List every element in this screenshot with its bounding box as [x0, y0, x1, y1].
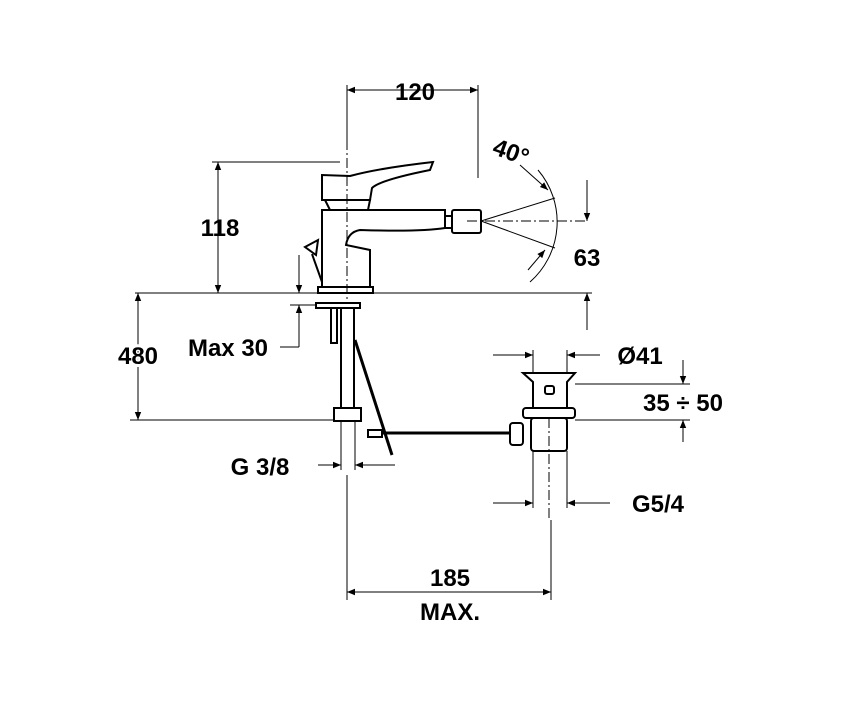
supply-hose — [340, 307, 355, 411]
hose-nut — [333, 407, 362, 422]
dim-max-30: Max 30 — [188, 335, 268, 362]
waste-drain — [509, 372, 578, 520]
dim-480: 480 — [118, 343, 158, 370]
faucet-base — [317, 286, 374, 294]
under-deck-fittings — [315, 302, 511, 456]
dim-120: 120 — [395, 79, 435, 106]
dim-40deg: 40° — [489, 134, 532, 172]
dim-diameter-41: Ø41 — [617, 343, 662, 370]
dim-63: 63 — [574, 245, 601, 272]
dim-max-note: MAX. — [420, 599, 480, 626]
dim-g-5-4: G5/4 — [632, 491, 685, 518]
dim-g-3-8: G 3/8 — [231, 454, 290, 481]
faucet-handle — [321, 160, 435, 201]
pop-up-knob — [303, 238, 323, 283]
dim-35-50: 35 ÷ 50 — [643, 390, 723, 417]
dim-118: 118 — [201, 215, 240, 242]
dim-185: 185 — [430, 565, 470, 592]
faucet — [303, 140, 588, 320]
faucet-body — [321, 209, 446, 288]
